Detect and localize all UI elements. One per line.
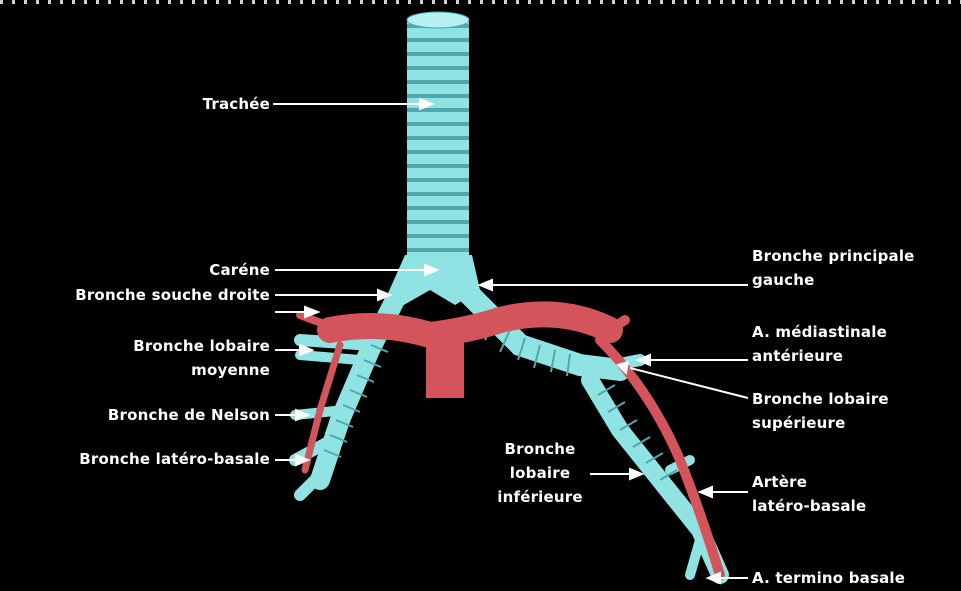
label-line: antérieure: [752, 344, 887, 368]
label-line: supérieure: [752, 411, 889, 435]
label-line: inférieure: [490, 485, 590, 509]
label-line: lobaire: [490, 461, 590, 485]
label-bronche-lobaire-moyenne: Bronche lobaire moyenne: [133, 334, 270, 382]
label-bronche-souche-droite: Bronche souche droite: [75, 283, 270, 307]
label-line: Bronche principale: [752, 244, 915, 268]
label-bronche-lobaire-superieure: Bronche lobaire supérieure: [752, 387, 889, 435]
label-carene: Caréne: [209, 258, 270, 282]
label-a-termino-basale: A. termino basale: [752, 566, 905, 590]
trachea: [407, 12, 469, 258]
label-bronche-de-nelson: Bronche de Nelson: [108, 403, 270, 427]
label-a-mediastinale-anterieure: A. médiastinale antérieure: [752, 320, 887, 368]
pulmonary-trunk: [426, 340, 464, 398]
label-line: A. médiastinale: [752, 320, 887, 344]
label-line: latéro-basale: [752, 494, 866, 518]
label-artere-latero-basale: Artère latéro-basale: [752, 470, 866, 518]
label-bronche-lobaire-inferieure: Bronche lobaire inférieure: [490, 437, 590, 509]
label-trachee: Trachée: [203, 92, 270, 116]
label-line: gauche: [752, 268, 915, 292]
label-bronche-principale-gauche: Bronche principale gauche: [752, 244, 915, 292]
label-bronche-latero-basale: Bronche latéro-basale: [79, 447, 270, 471]
label-line: Artère: [752, 470, 866, 494]
label-line: Bronche lobaire: [752, 387, 889, 411]
label-line: moyenne: [133, 358, 270, 382]
label-line: Bronche: [490, 437, 590, 461]
label-line: Bronche lobaire: [133, 334, 270, 358]
